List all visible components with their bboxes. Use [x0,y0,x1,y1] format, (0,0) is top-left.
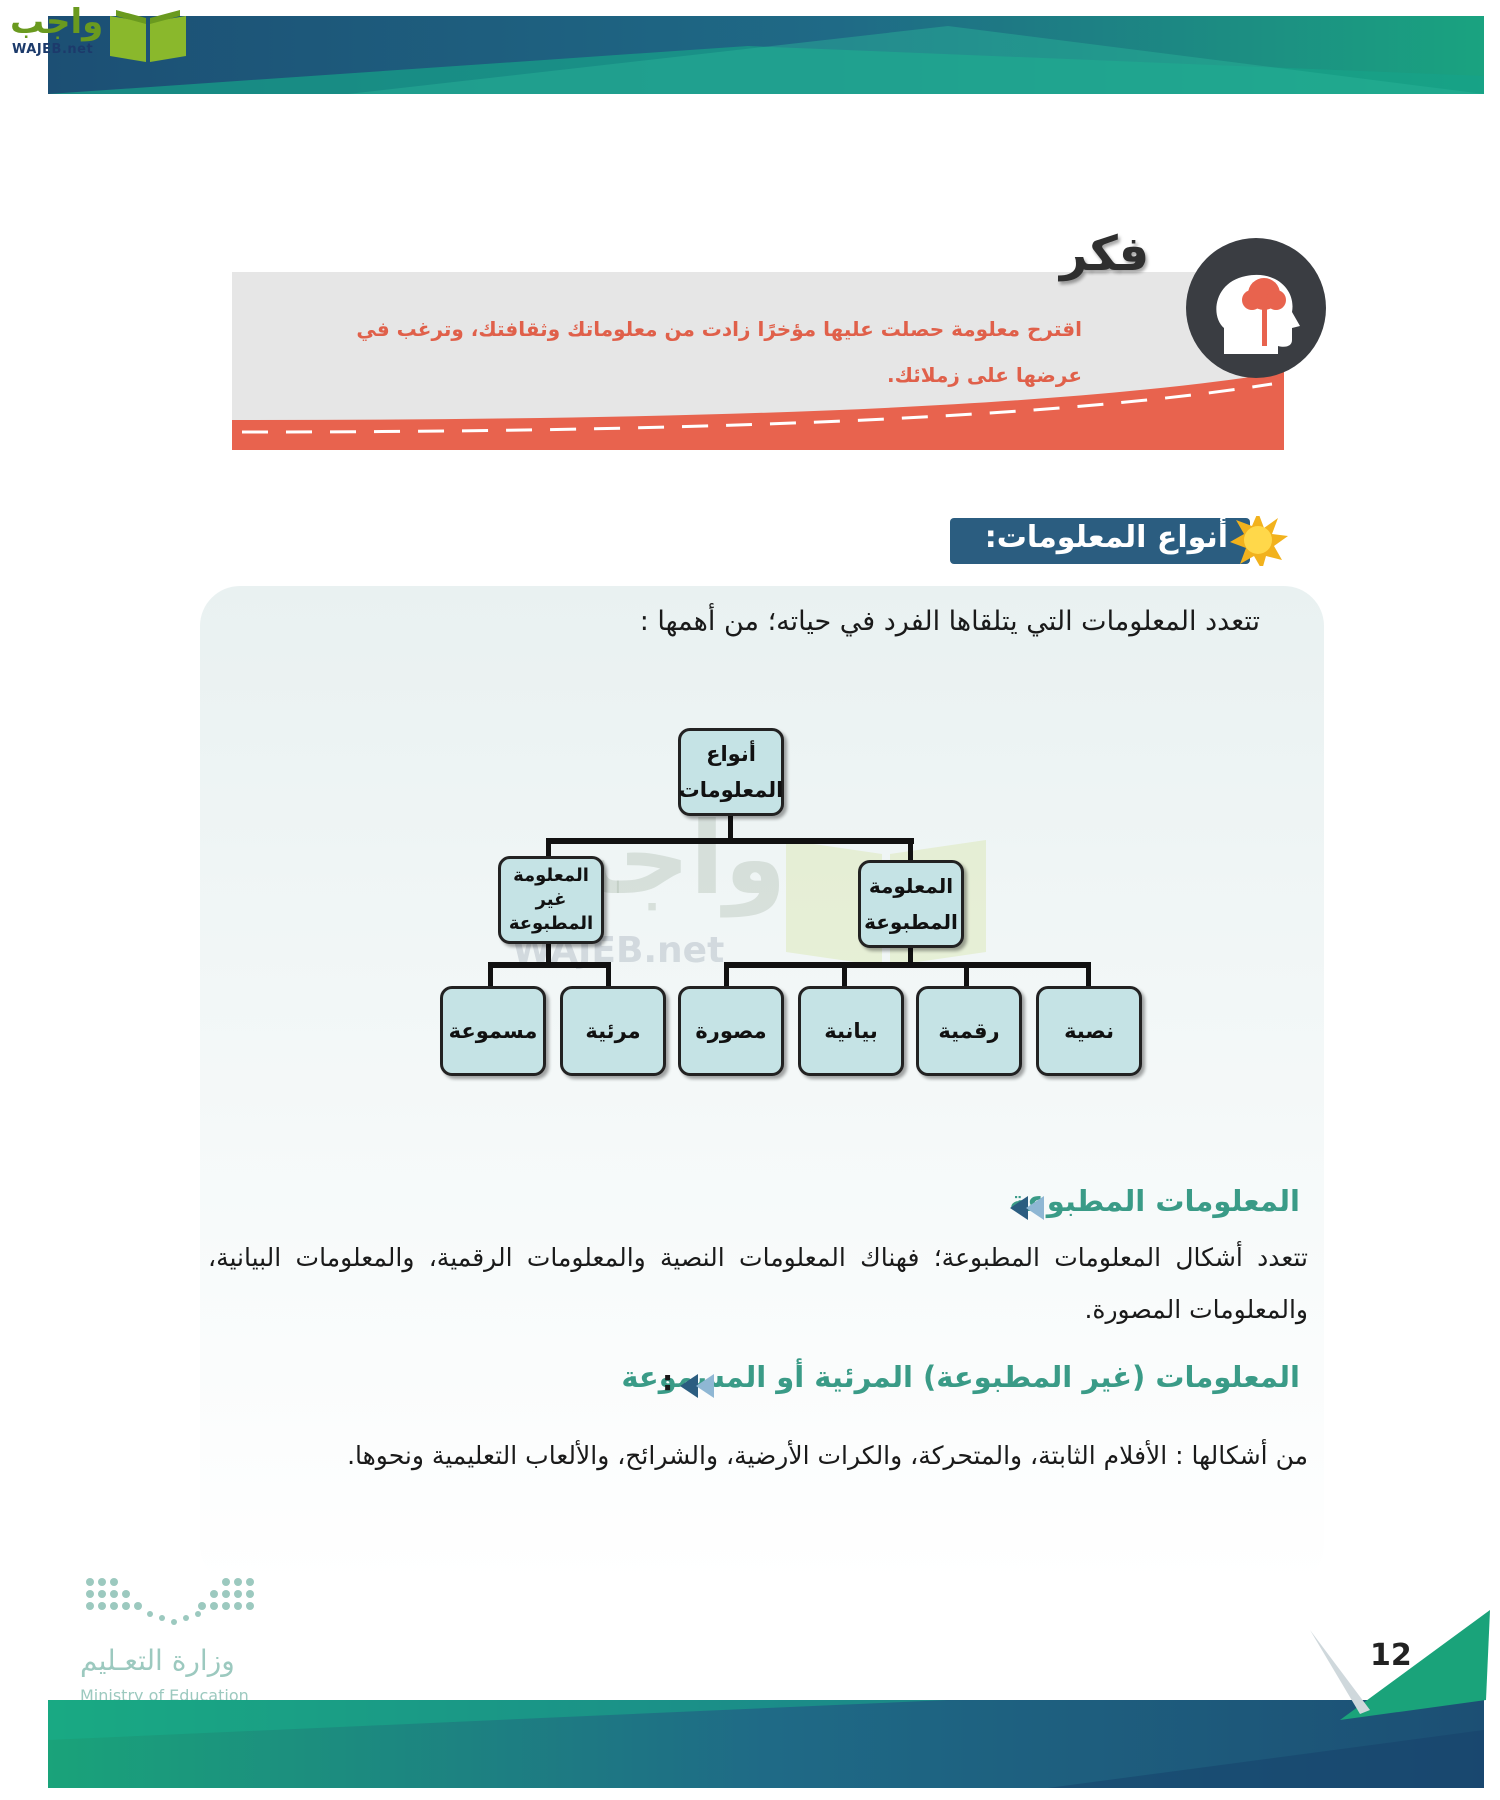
node-label: المعلومة [513,865,589,886]
tree-root-node: أنواع المعلومات [678,728,784,816]
double-arrow-left-icon [1010,1196,1044,1220]
tree-leaf-textual: نصية [1036,986,1142,1076]
node-label: المعلومات [678,778,784,802]
page-number: 12 [1370,1638,1412,1673]
tree-leaf-visual: مرئية [560,986,666,1076]
tree-connector [546,838,914,844]
tree-connector [488,962,610,968]
double-arrow-left-icon [680,1374,714,1398]
ministry-arabic-name: وزارة التعـليم [80,1644,235,1677]
tree-connector [488,962,493,988]
tree-connector [724,962,1090,968]
node-label: المطبوعة [508,913,594,934]
node-label: أنواع [706,742,756,766]
node-label: غير [535,889,567,910]
wajeb-logo [6,4,196,66]
intro-text: تتعدد المعلومات التي يتلقاها الفرد في حي… [639,606,1260,637]
tree-connector [842,962,847,988]
tree-connector [908,940,913,966]
think-box [232,272,1284,450]
tree-printed-node: المعلومة المطبوعة [858,860,964,948]
header-band [48,16,1484,94]
tree-leaf-pictorial: مصورة [678,986,784,1076]
tree-connector [546,838,551,862]
printed-section-body: تتعدد أشكال المعلومات المطبوعة؛ فهناك ال… [208,1243,1308,1324]
tree-connector [1086,962,1091,988]
book-icon [110,10,186,62]
page-corner-decoration [1310,1610,1490,1720]
logo-english-text: WAJEB.net [12,42,94,57]
think-text-line-2: عرضها على زملائك. [887,363,1082,387]
tree-leaf-audio: مسموعة [440,986,546,1076]
tree-connector [724,962,729,988]
think-title: فكر [1060,226,1150,282]
nonprinted-heading-colon: : [662,1364,674,1397]
tree-connector [728,812,733,844]
tree-connector [546,936,551,966]
tree-connector [908,838,913,862]
tree-nonprinted-node: المعلومة غير المطبوعة [498,856,604,944]
tree-leaf-numeric: رقمية [916,986,1022,1076]
node-label: المطبوعة [864,910,958,934]
nonprinted-section-body: من أشكالها : الأفلام الثابتة، والمتحركة،… [347,1441,1308,1470]
printed-section-heading: المعلومات المطبوعة [1009,1184,1300,1218]
brain-head-icon [1186,238,1326,378]
tree-connector [964,962,969,988]
think-text-line-1: اقترح معلومة حصلت عليها مؤخرًا زادت من م… [356,317,1082,341]
think-text: اقترح معلومة حصلت عليها مؤخرًا زادت من م… [322,306,1082,398]
tree-leaf-graphical: بيانية [798,986,904,1076]
nonprinted-section-heading: المعلومات (غير المطبوعة) المرئية أو المس… [621,1360,1300,1394]
ministry-logo [86,1578,254,1625]
footer-band [48,1700,1484,1788]
sun-icon [1230,516,1288,566]
section-header-bar [950,516,1288,566]
logo-arabic-text: واجب [10,2,104,42]
tree-connector [606,962,611,988]
section-title: أنواع المعلومات: [984,520,1228,555]
node-label: المعلومة [868,874,954,898]
